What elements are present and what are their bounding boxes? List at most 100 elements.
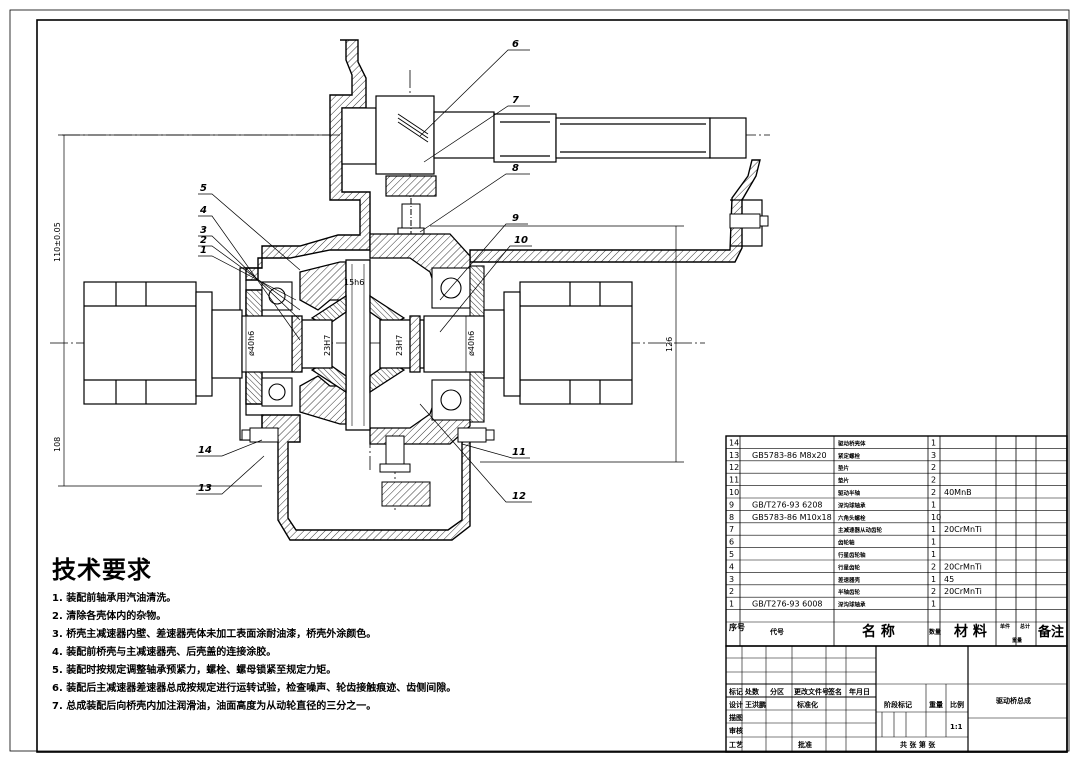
callout-leaders [196,49,532,503]
bom-cell-no: 7 [729,525,734,534]
bolts-bottom [241,213,769,507]
bom-cell-material: 20CrMnTi [944,562,982,571]
tb-approve: 批准 [798,740,812,749]
callout-8: 8 [512,163,519,174]
tech-req-item-5: 5. 装配时按规定调整轴承预紧力，螺栓、螺母锁紧至规定力矩。 [52,665,337,676]
callout-4: 4 [199,205,207,216]
bom-header-remark: 备注 [1037,624,1064,640]
bom-cell-no: 10 [729,488,739,497]
bom-cell-material: 45 [944,575,954,584]
pinion-shaft [341,95,747,197]
bom-cell-qty: 1 [931,538,936,547]
technical-requirements: 技术要求 1. 装配前轴承用汽油清洗。 2. 清除各壳体内的杂物。 3. 桥壳主… [52,555,456,716]
bom-cell-no: 12 [729,463,739,472]
bom-cell-qty: 2 [931,476,936,485]
tb-designer-label: 设计 [729,700,743,709]
bom-header-total: 总计 [1020,623,1030,630]
bom-cell-name: 行星齿轮 [837,563,861,571]
bom-cell-no: 4 [729,562,734,571]
bom-cell-no: 1 [729,600,734,609]
dimension-lines [58,134,684,487]
bom-cell-qty: 2 [931,463,936,472]
bom-cell-no: 2 [729,587,734,596]
bom-cell-name: 齿轮轴 [838,539,855,547]
bolt-top [397,198,425,240]
bom-header: 序号 代号 名 称 数量 材 料 单件 总计 重量 备注 [729,622,1064,644]
dim-gear-bore-left: 23H7 [323,335,332,356]
bom-cell-qty: 2 [931,562,936,571]
bom-cell-name: 六角头螺栓 [838,514,866,522]
tb-zone: 分区 [770,687,784,696]
bom-cell-name: 深沟球轴承 [838,501,866,509]
bom-header-qty: 数量 [929,628,941,636]
bom-cell-no: 9 [729,500,734,509]
tb-sheets: 共 张 第 张 [900,740,936,749]
callout-10: 10 [514,235,528,246]
title-block-text: 标记 处数 分区 更改文件号 签名 年月日 设计 王洪鹏 标准化 描图 审核 工… [728,687,1031,749]
bom-cell-code: GB/T276-93 6008 [752,600,823,609]
callout-13: 13 [198,483,212,494]
bom-cell-name: 半轴齿轮 [838,588,861,596]
callout-12: 12 [512,491,526,502]
bom-cell-name: 紧定螺栓 [838,452,861,460]
bom-cell-no: 13 [729,451,739,460]
bom-header-name: 名 称 [862,623,895,640]
tech-req-title: 技术要求 [52,555,152,584]
tb-change-doc: 更改文件号 [794,687,829,696]
bom-cell-qty: 2 [931,587,936,596]
dim-height-top: 110±0.05 [53,222,62,262]
callout-7: 7 [512,95,519,106]
bom-header-no: 序号 [729,622,745,632]
bom-cell-name: 深沟球轴承 [838,601,866,609]
bom-cell-no: 14 [729,438,739,447]
tb-stage-mark: 阶段标记 [884,700,912,709]
tb-designer-name: 王洪鹏 [745,700,766,709]
bom-cell-qty: 1 [931,575,936,584]
dimension-labels: 110±0.05 108 126 ø40h6 ø40h6 23H7 23H7 1… [53,222,674,452]
bom-cell-name: 驱动桥壳体 [838,439,866,447]
tb-sign: 签名 [827,687,842,696]
bom-cell-qty: 1 [931,525,936,534]
dim-height-right: 126 [665,337,674,352]
bom-cell-code: GB5783-86 M10x18 [752,513,832,522]
bom-cell-name: 差速器壳 [838,576,861,584]
tb-standardize: 标准化 [796,700,818,709]
callout-11: 11 [512,447,526,458]
dim-height-bottom: 108 [53,437,62,452]
callout-3: 3 [200,225,207,236]
bom-cell-qty: 1 [931,438,936,447]
callout-14: 14 [198,445,212,456]
tb-review: 审核 [729,726,743,735]
tech-req-item-2: 2. 清除各壳体内的杂物。 [52,611,167,622]
callout-1: 1 [200,245,207,256]
bearings [261,265,485,423]
tb-scale-value: 1:1 [950,723,963,731]
dim-pin: 15h6 [344,278,364,287]
outer-border [9,9,1070,752]
bom-cell-no: 8 [729,513,734,522]
bom-cell-code: GB5783-86 M8x20 [752,451,827,460]
bom-header-code: 代号 [769,627,784,636]
tb-mark: 标记 [728,687,743,696]
title-block [725,645,1068,753]
bom-cell-name: 垫片 [838,477,850,485]
dim-diam-right: ø40h6 [467,331,476,356]
bom-cell-code: GB/T276-93 6208 [752,500,823,509]
tb-count: 处数 [744,687,760,696]
tb-process: 工艺 [729,740,743,749]
bom-header-material: 材 料 [954,623,987,640]
bom-cell-name: 驱动半轴 [838,489,861,497]
bom-cell-qty: 1 [931,550,936,559]
tb-weight: 重量 [929,700,943,709]
bom-cell-name: 主减速器从动齿轮 [838,526,883,534]
differential-case [287,233,471,445]
bom-cell-material: 40MnB [944,488,972,497]
bom-cell-no: 3 [729,575,734,584]
dim-gear-bore-right: 23H7 [395,335,404,356]
half-shafts [83,281,633,405]
bom-cell-no: 6 [729,538,734,547]
tb-date: 年月日 [849,687,870,696]
bom-cell-name: 垫片 [838,464,850,472]
